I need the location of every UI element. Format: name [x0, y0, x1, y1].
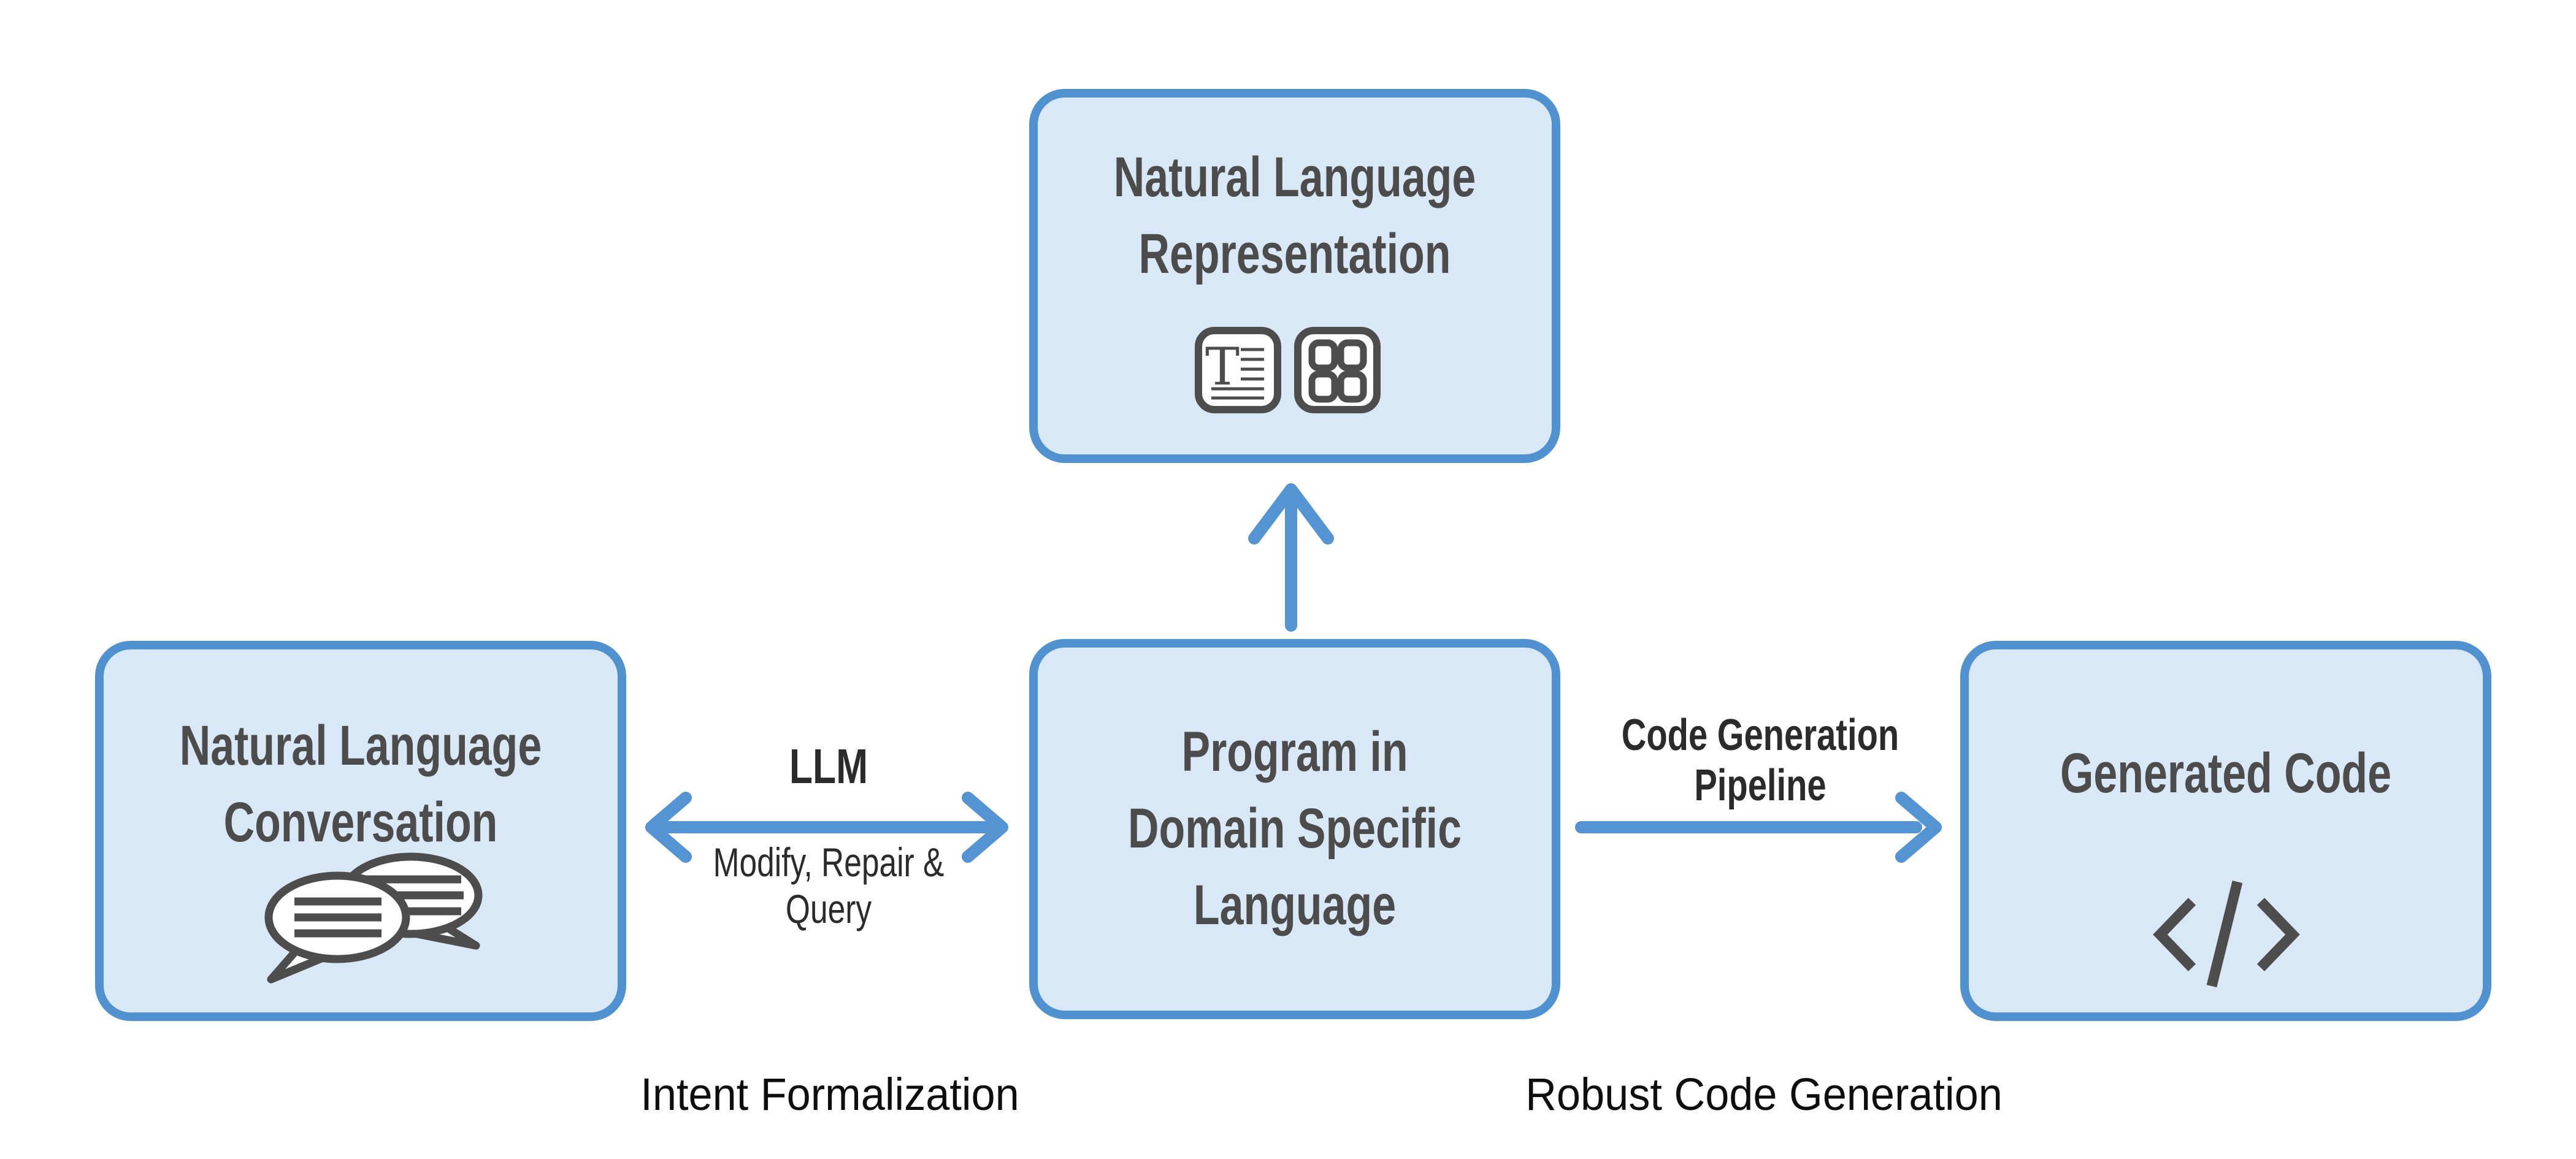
node-title-line: Language — [1193, 874, 1397, 936]
node-generated-code: Generated Code — [1960, 641, 2491, 1021]
caption-text: Robust Code Generation — [1525, 1069, 2003, 1120]
node-title-line: Natural Language — [179, 714, 542, 777]
llm-sublabel-line: Query — [785, 886, 872, 931]
codegen-arrow — [1575, 792, 1942, 863]
to-representation-arrow — [1248, 483, 1334, 632]
node-title-line: Domain Specific — [1128, 797, 1462, 860]
llm-arrow-sublabel: Modify, Repair & Query — [675, 839, 982, 932]
caption-intent-formalization: Intent Formalization — [585, 1064, 1075, 1125]
node-title: Program in Domain Specific Language — [1100, 714, 1490, 944]
llm-sublabel-line: Modify, Repair & — [713, 840, 945, 885]
llm-bidirectional-arrow — [645, 792, 1008, 863]
llm-label-text: LLM — [789, 739, 868, 794]
caption-text: Intent Formalization — [640, 1069, 1019, 1120]
caption-robust-code-generation: Robust Code Generation — [1488, 1064, 2040, 1125]
llm-arrow-label: LLM — [675, 739, 982, 794]
node-program-in-dsl: Program in Domain Specific Language — [1029, 639, 1560, 1019]
node-title: Natural Language Conversation — [166, 708, 556, 861]
node-title: Generated Code — [2031, 735, 2421, 812]
codegen-arrow-label: Code Generation Pipeline — [1576, 710, 1944, 811]
svg-text:T: T — [1205, 337, 1240, 397]
codegen-label-line: Pipeline — [1694, 761, 1827, 810]
node-title: Natural Language Representation — [1100, 139, 1490, 293]
chat-bubbles-icon — [264, 852, 483, 984]
grid-icon — [1294, 327, 1381, 413]
node-title-line: Natural Language — [1113, 146, 1476, 208]
codegen-label-line: Code Generation — [1621, 711, 1899, 760]
text-document-icon: T — [1195, 327, 1281, 413]
code-brackets-icon — [2153, 880, 2300, 988]
node-title-line: Representation — [1138, 223, 1451, 285]
node-title-line: Generated Code — [2060, 742, 2392, 805]
node-title-line: Conversation — [223, 791, 498, 854]
node-natural-language-representation: Natural Language Representation — [1029, 89, 1560, 463]
node-title-line: Program in — [1181, 721, 1408, 783]
